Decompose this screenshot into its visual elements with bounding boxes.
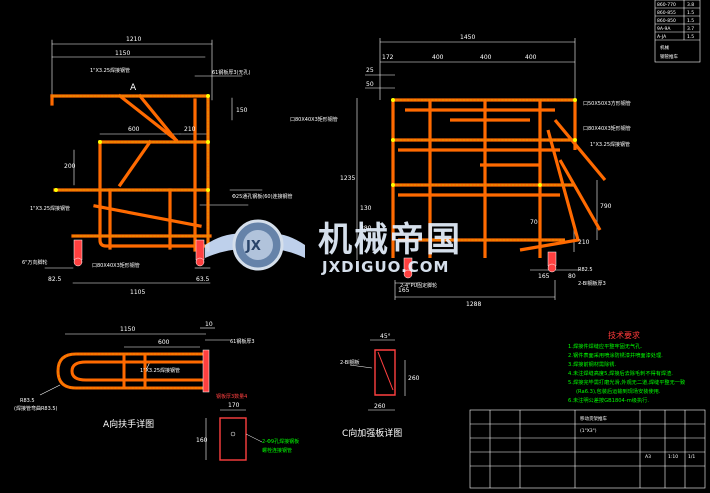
title-scale: 1:10: [668, 454, 678, 460]
parts-value: 1.5: [687, 18, 694, 24]
dim-right-off: 63.5: [196, 276, 210, 283]
dim-c-h: 260: [408, 375, 420, 382]
detail-a: 1150 600 10 R83.5 (焊接管弯曲R83.5) 1"X3.25焊接…: [14, 321, 255, 430]
parts-table: 860-770 860-855 860-850 9A-9A A-JA 3.8 1…: [654, 0, 701, 63]
dim-25: 25: [366, 67, 374, 74]
dim-height-b: 200: [64, 163, 76, 170]
parts-value: 1.5: [687, 10, 694, 16]
dim-total-width: 1450: [460, 34, 475, 41]
label-a-radius-note: (焊接管弯曲R83.5): [14, 405, 58, 412]
tech-requirements: 技术要求 1.焊接件焊缝应平整牢固无气孔. 2.钢件表面采用喷涂防锈漆并喷面漆处…: [568, 330, 686, 404]
dim-left-off: 82.5: [48, 276, 62, 283]
detail-plate: 钢板厚3数量4 170 160 2-Φ9孔焊接钢板 螺栓连接钢管: [196, 393, 299, 461]
label-weld-note: Φ25通孔钢板(60)连接钢管: [232, 193, 293, 200]
dim-50: 50: [366, 81, 374, 88]
tech-req-item: 4.未注焊缝高度5,焊接后去除毛刺不得有焊渣.: [568, 369, 673, 377]
watermark-url: JXDIGUO.COM: [321, 258, 449, 276]
parts-company-1: 机械: [660, 44, 669, 51]
dim-400a: 400: [432, 54, 444, 61]
dim-70: 70: [530, 219, 538, 226]
tech-req-item: 6.未注明公差按GB1804-m级执行.: [568, 396, 649, 404]
watermark: JX 机械帝国 JXDIGUO.COM: [205, 219, 462, 276]
dim-165b: 165: [398, 287, 410, 294]
dim-mid-width: 600: [128, 126, 140, 133]
label-plate-note2: 螺栓连接钢管: [262, 447, 292, 454]
title-size: A3: [645, 454, 651, 460]
dim-plate-h: 160: [196, 437, 208, 444]
tech-req-item: 1.焊接件焊缝应平整牢固无气孔.: [568, 342, 642, 350]
dim-790: 790: [600, 203, 612, 210]
dim-165a: 165: [538, 273, 550, 280]
label-tube-left: 口80X40X3矩形钢管: [290, 116, 338, 123]
dim-c-angle: 45°: [380, 333, 391, 340]
dim-inner-width: 1150: [115, 50, 130, 57]
label-pipe-right: 1"X3.25焊接钢管: [590, 141, 630, 148]
title-block: 移动货架推车 (1"X3") A3 1:10 1/1: [469, 409, 706, 489]
parts-row: 860-850: [657, 18, 676, 24]
side-view: 1210 1150 600 210 1105 82.5 63.5 150 200…: [22, 36, 293, 296]
dim-right-offset: 210: [184, 126, 196, 133]
dim-height: 1235: [340, 175, 355, 182]
title-sheet: 1/1: [688, 454, 695, 460]
caption-detail-a: A向扶手详图: [103, 418, 154, 430]
label-tube-top: 口50X50X3方形钢管: [583, 100, 631, 107]
dim-380: 380: [360, 225, 372, 232]
dim-400c: 400: [525, 54, 537, 61]
parts-row: A-JA: [657, 34, 667, 40]
tech-req-item: 5.焊接完毕需打磨光滑,外观无二道,焊缝平整无一致: [568, 378, 686, 386]
title-drawing-sub: (1"X3"): [580, 428, 597, 434]
label-tube: 口80X40X3矩形钢管: [92, 262, 140, 269]
detail-c: 45° 260 260 2-Bl钢板 C向加强板详图: [340, 333, 420, 439]
parts-row: 9A-9A: [657, 26, 671, 32]
label-a-pipe: 1"X3.25焊接钢管: [140, 367, 180, 374]
label-a-radius: R83.5: [20, 398, 35, 404]
dim-130: 130: [360, 205, 372, 212]
dim-80: 80: [568, 273, 576, 280]
dim-400b: 400: [480, 54, 492, 61]
section-a-marker: A: [130, 83, 137, 93]
label-plate-top: 钢板厚3数量4: [216, 393, 247, 400]
dim-plate-w: 170: [228, 402, 240, 409]
parts-company-2: 钢管推车: [660, 53, 678, 60]
front-view: 1450 172 400 400 400 25 50 1235 380 70 2…: [290, 34, 631, 308]
label-plate-note1: 2-Φ9孔焊接钢板: [262, 438, 299, 445]
label-tube-mid: 口80X40X3矩形钢管: [583, 125, 631, 132]
label-plate: 2-Bl钢板厚3: [578, 280, 606, 287]
watermark-title: 机械帝国: [318, 220, 462, 260]
parts-value: 3.7: [687, 26, 694, 32]
label-wheel: 6"万向脚轮: [22, 259, 47, 266]
title-drawing-name: 移动货架推车: [580, 415, 607, 422]
parts-value: 1.5: [687, 34, 694, 40]
label-a-plate: 61钢板厚3: [230, 338, 255, 345]
parts-row: 860-770: [657, 2, 676, 8]
dim-a-1150: 1150: [120, 326, 135, 333]
dim-top-width: 1210: [126, 36, 141, 43]
watermark-logo-text: JX: [245, 239, 261, 254]
label-pipe-left: 1"X3.25焊接钢管: [30, 205, 70, 212]
parts-row: 860-855: [657, 10, 676, 16]
caption-detail-c: C向加强板详图: [342, 427, 402, 439]
tech-req-item: 3.焊接前钢材需除锈.: [568, 360, 616, 368]
dim-a-600: 600: [158, 339, 170, 346]
tech-req-title: 技术要求: [608, 330, 640, 340]
dim-bottom-width: 1288: [466, 301, 481, 308]
label-c-plate: 2-Bl钢板: [340, 359, 360, 366]
dim-c-w: 260: [374, 403, 386, 410]
label-radius: R82.5: [578, 267, 593, 273]
dim-210: 210: [578, 239, 590, 246]
dim-a-10: 10: [205, 321, 213, 328]
label-plate: 61钢板厚3(无孔): [212, 69, 250, 76]
label-wheel: 2-4"PU固定脚轮: [400, 282, 437, 289]
tech-req-item: (Ra6.3),包装后运输到现场安装使用.: [576, 387, 661, 395]
dim-bottom-width: 1105: [130, 289, 145, 296]
dim-height-a: 150: [236, 107, 248, 114]
watermark-logo-icon: JX: [205, 219, 305, 271]
tech-req-item: 2.钢件表面采用喷涂防锈漆并喷面漆处理.: [568, 351, 663, 359]
dim-172: 172: [382, 54, 394, 61]
parts-value: 3.8: [687, 2, 694, 8]
label-pipe-top: 1"X3.25焊接钢管: [90, 67, 130, 74]
